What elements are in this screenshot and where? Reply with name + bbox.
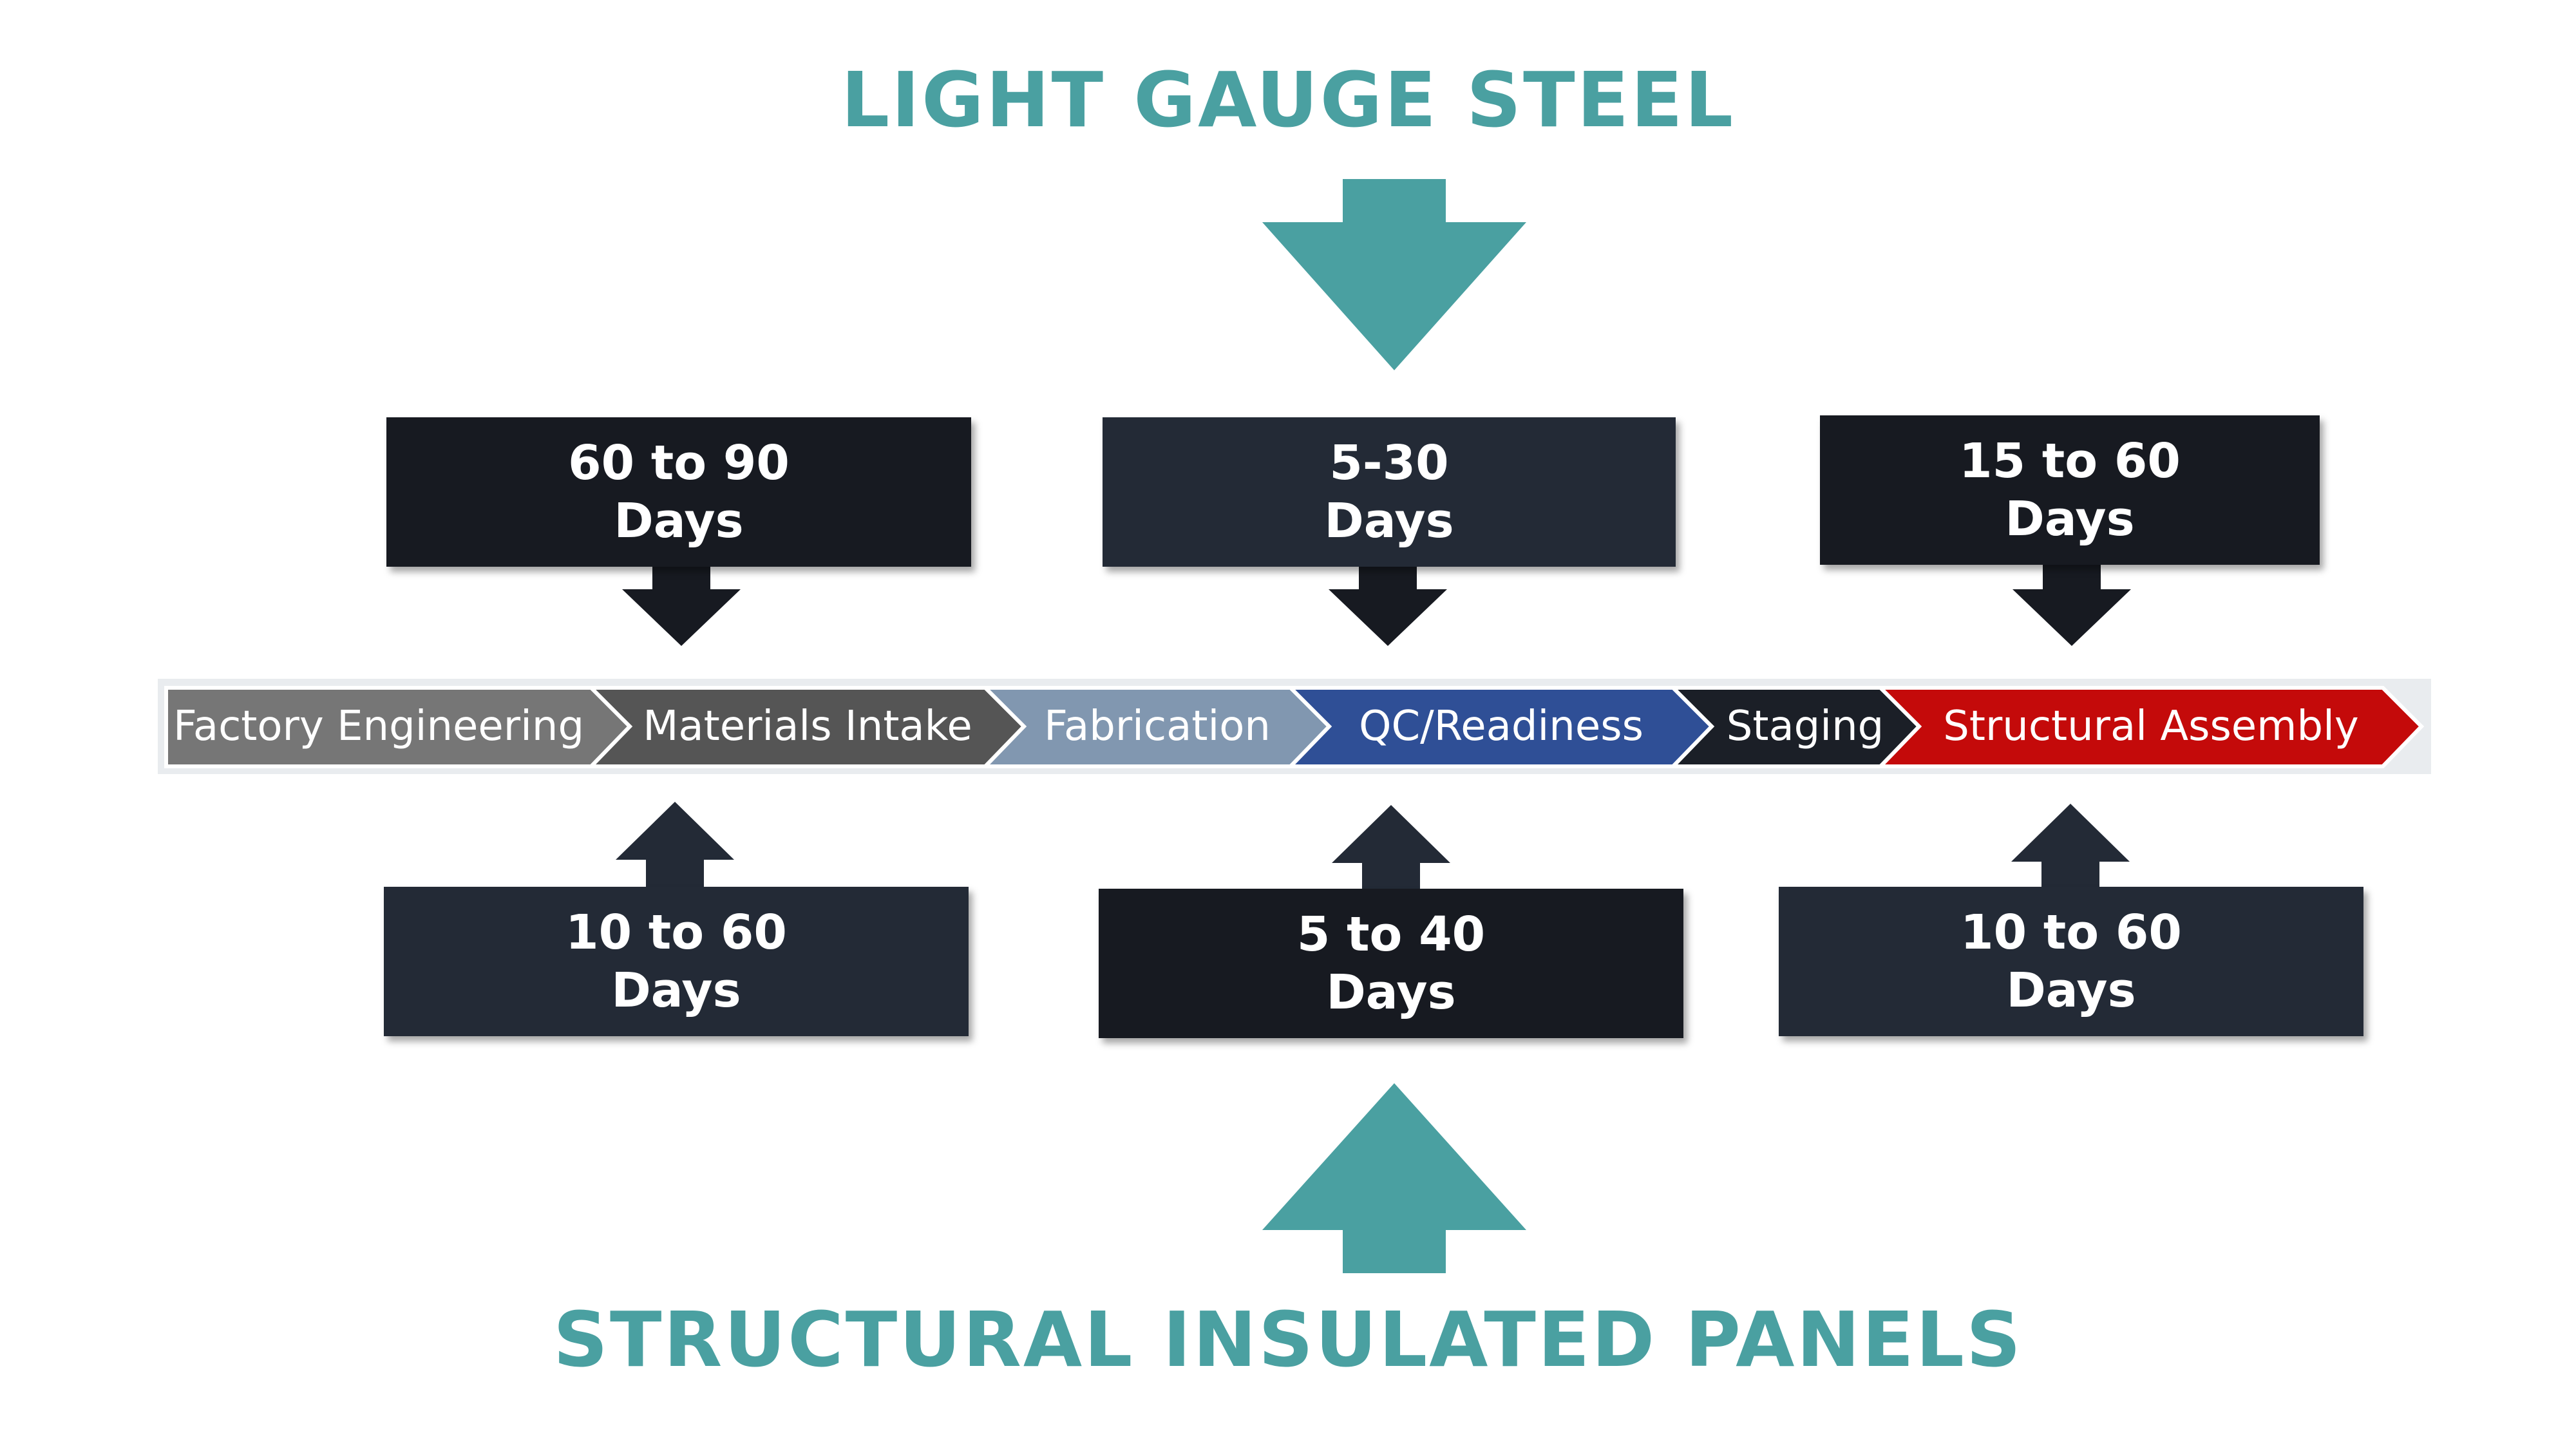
steel-duration-box-2: 5-30 Days [1103,417,1676,567]
stage-label-fabrication: Fabrication [1044,703,1271,750]
stage-label-factory-engineering: Factory Engineering [173,703,585,750]
steel-duration-box-1: 60 to 90 Days [386,417,971,567]
sip-arrow-1-icon [616,802,734,892]
duration-unit: Days [614,493,744,549]
duration-value: 5-30 [1329,435,1449,491]
teal-down-arrow-icon [1262,179,1526,370]
steel-arrow-1-icon [622,562,741,646]
teal-up-arrow-icon [1262,1083,1526,1273]
duration-unit: Days [611,963,741,1018]
duration-unit: Days [2006,963,2136,1018]
duration-value: 10 to 60 [565,905,787,960]
stage-label-staging: Staging [1726,703,1884,750]
sip-duration-box-2: 5 to 40 Days [1099,889,1683,1038]
sip-duration-box-3: 10 to 60 Days [1779,887,2363,1036]
light-gauge-steel-title: LIGHT GAUGE STEEL [840,55,1736,144]
stage-label-materials-intake: Materials Intake [643,703,972,750]
sip-arrow-3-icon [2011,804,2130,892]
steel-arrow-3-icon [2012,562,2131,646]
steel-arrow-2-icon [1329,562,1447,646]
duration-unit: Days [1324,493,1454,549]
duration-value: 15 to 60 [1959,433,2181,489]
stage-label-structural-assembly: Structural Assembly [1943,703,2359,750]
structural-insulated-panels-title: STRUCTURAL INSULATED PANELS [553,1295,2023,1384]
sip-duration-box-1: 10 to 60 Days [384,887,969,1036]
steel-duration-box-3: 15 to 60 Days [1820,415,2320,565]
duration-value: 60 to 90 [568,435,790,491]
stage-label-qc-readiness: QC/Readiness [1359,703,1643,750]
duration-unit: Days [2005,491,2135,547]
duration-value: 10 to 60 [1960,905,2182,960]
duration-value: 5 to 40 [1296,907,1486,962]
duration-unit: Days [1326,965,1456,1020]
sip-arrow-2-icon [1332,805,1450,892]
